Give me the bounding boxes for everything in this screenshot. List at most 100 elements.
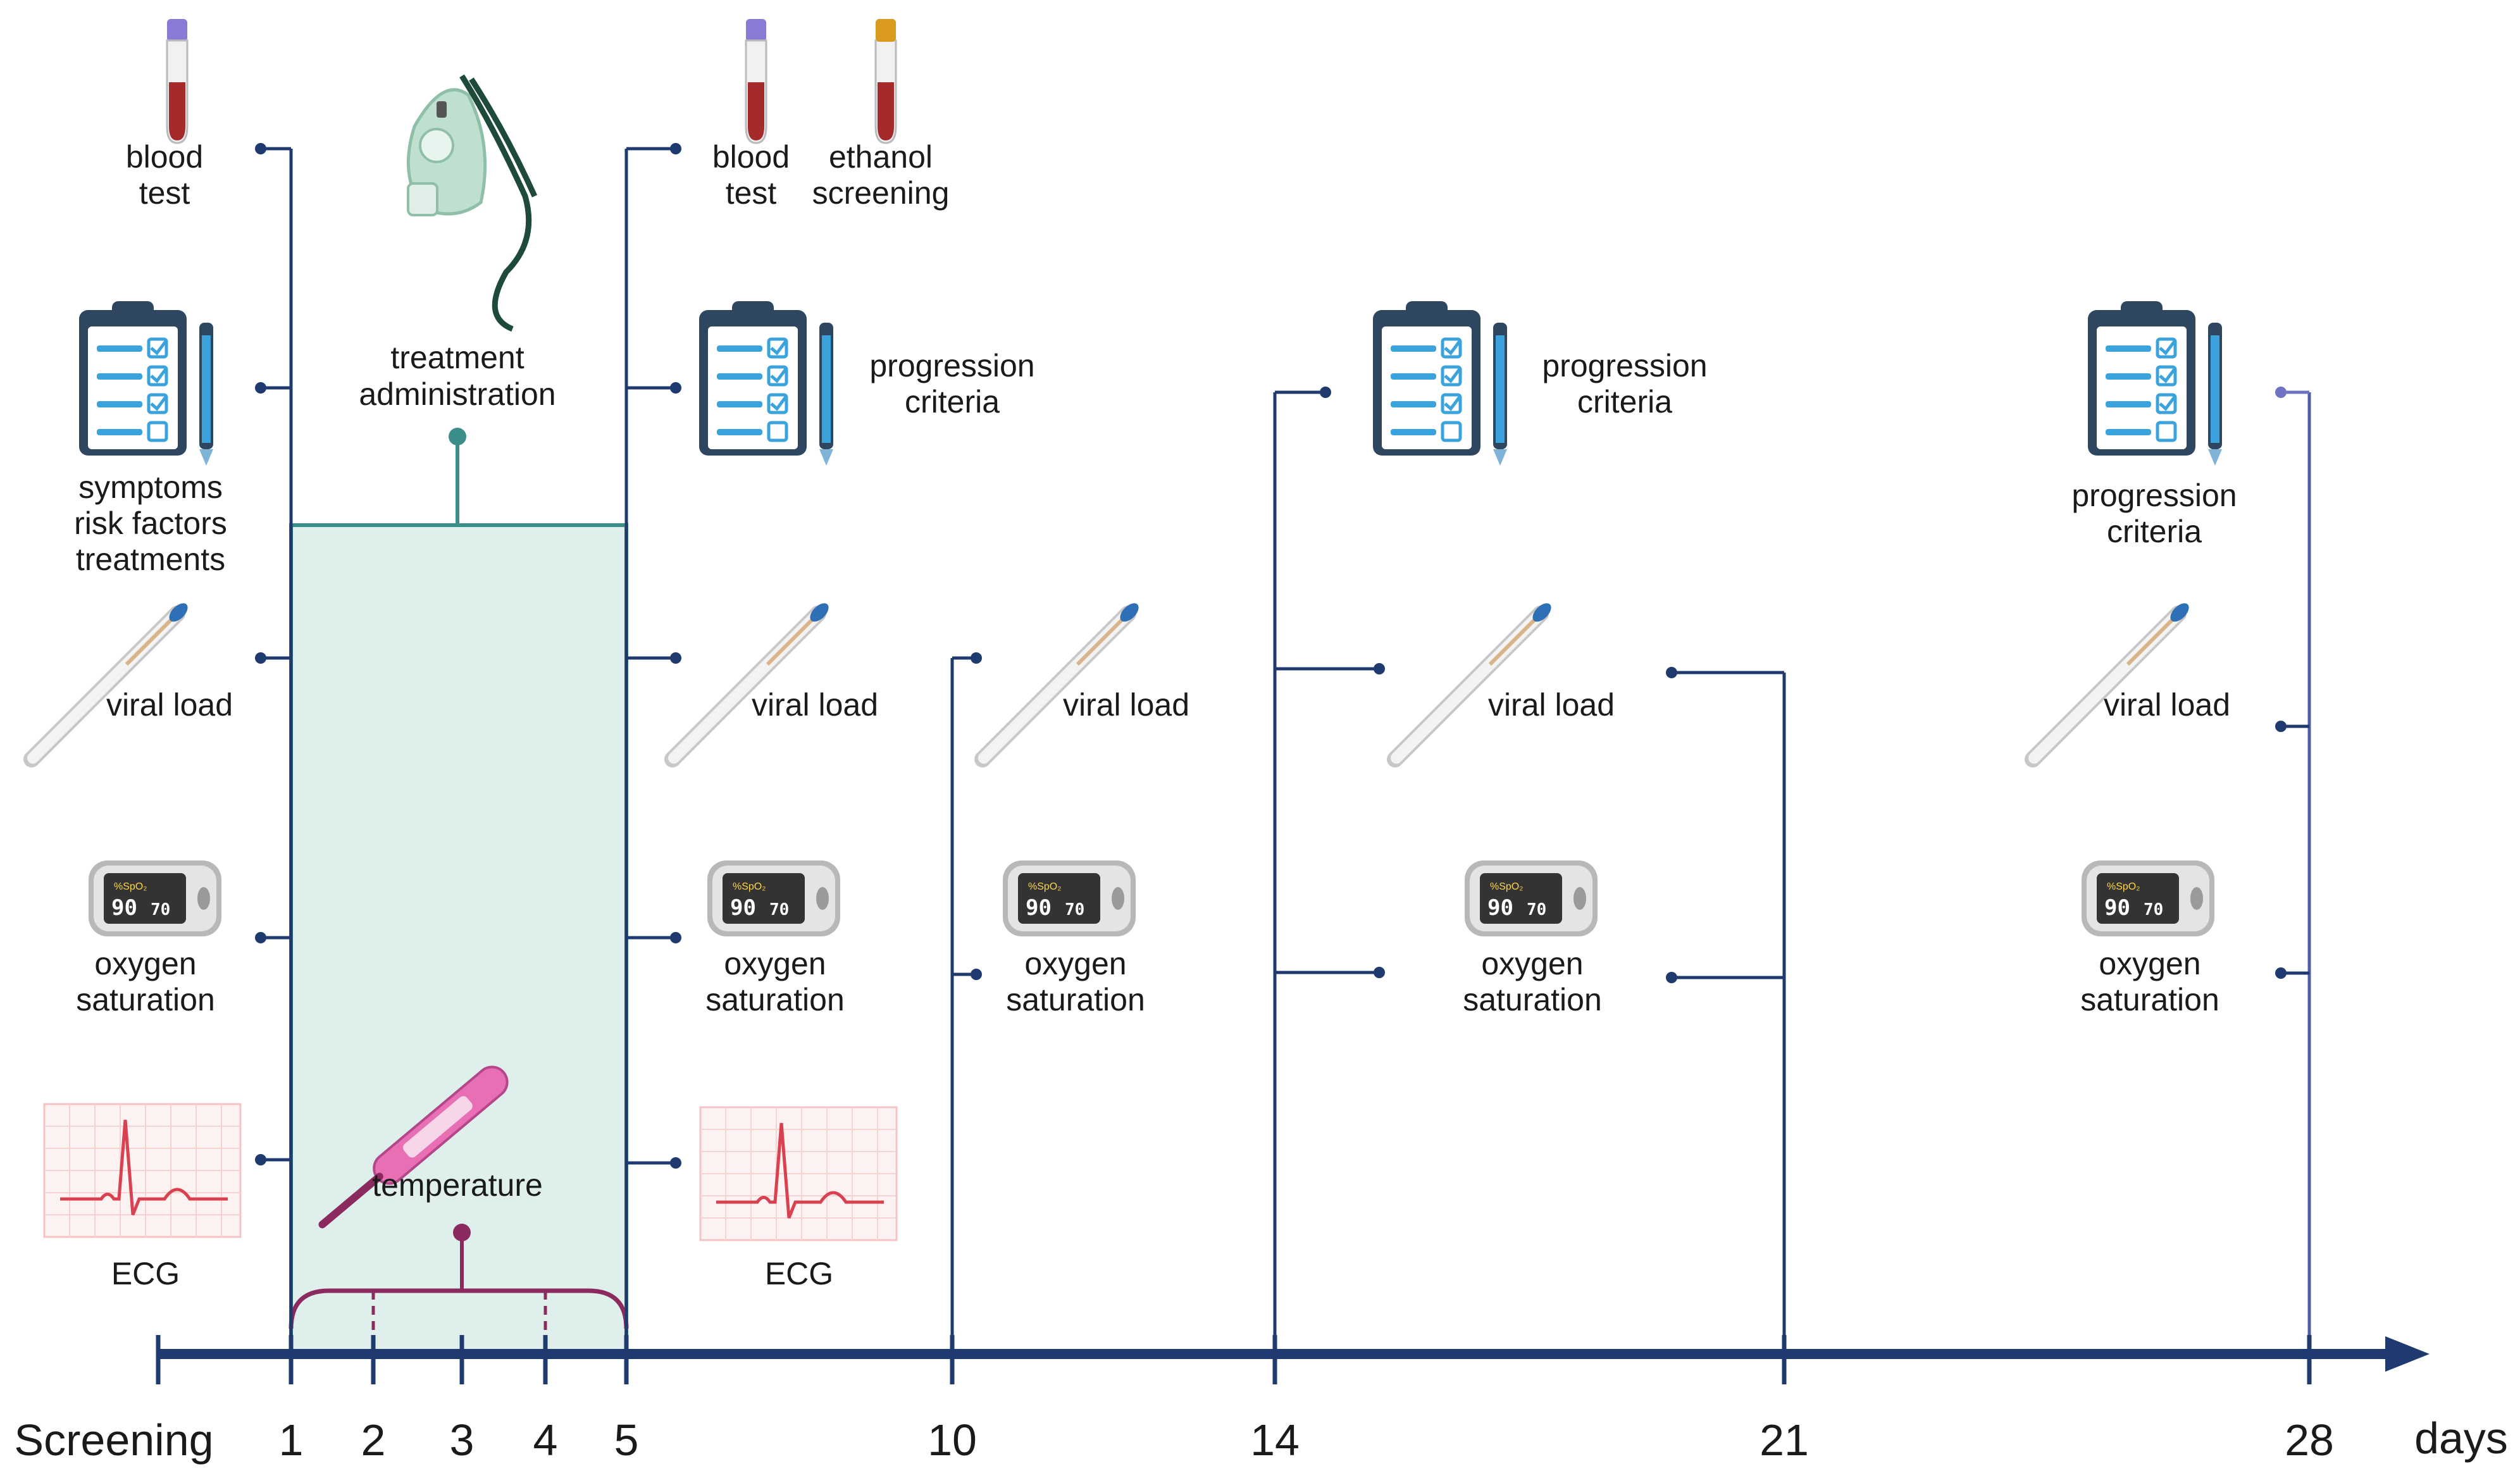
pulse-oximeter-icon: [707, 860, 840, 936]
treatment-window: [291, 525, 626, 1354]
treatment-administration-label: treatment: [390, 340, 524, 375]
axis-label-d1: 1: [279, 1415, 304, 1465]
axis-label-screening: Screening: [14, 1415, 213, 1465]
swab-icon: [983, 600, 1142, 759]
progression-criteria-label: progression: [2071, 478, 2237, 513]
progression-criteria-label: criteria: [2107, 514, 2202, 549]
axis-label-d5: 5: [614, 1415, 639, 1465]
connector-dot: [670, 143, 681, 154]
clipboard-icon: [2088, 301, 2222, 466]
swab-icon: [32, 600, 191, 759]
thermometer-icon: [318, 1065, 509, 1229]
mask-valve: [419, 128, 454, 163]
axis-label-d21: 21: [1760, 1415, 1809, 1465]
connector-dot: [2275, 967, 2287, 979]
progression-criteria-label: criteria: [1577, 384, 1672, 419]
thermometer-display: [403, 1096, 473, 1158]
oxygen-saturation-label: saturation: [705, 982, 845, 1017]
blood-tube-icon: [745, 18, 767, 144]
connector-dot: [255, 652, 266, 664]
oxygen-saturation-label: oxygen: [2099, 946, 2200, 981]
ecg-icon: [700, 1107, 897, 1240]
ethanol-tube-cap: [876, 19, 896, 42]
connector-dot: [255, 143, 266, 154]
symptoms-label: symptoms: [78, 469, 223, 505]
mask-connector: [407, 182, 438, 216]
pulse-oximeter-icon: [89, 860, 221, 936]
oxygen-saturation-label: saturation: [1006, 982, 1145, 1017]
axis-label-d28: 28: [2285, 1415, 2334, 1465]
viral-load-label: viral load: [2104, 687, 2230, 723]
ethanol-screening-label: ethanol: [829, 139, 933, 175]
pulse-oximeter-icon: [1003, 860, 1136, 936]
axis-label-d2: 2: [361, 1415, 386, 1465]
mask-strap: [459, 74, 532, 332]
timeline-arrowhead: [2385, 1336, 2430, 1372]
connector-dot: [670, 382, 681, 394]
mask-clip: [437, 101, 447, 118]
progression-criteria-label: progression: [1542, 348, 1707, 383]
connector-dot: [2275, 721, 2287, 732]
connector-dot: [255, 932, 266, 943]
viral-load-label: viral load: [106, 687, 233, 723]
axis-label-d10: 10: [928, 1415, 977, 1465]
blood-test-label: test: [726, 175, 777, 211]
ecg-label: ECG: [111, 1256, 180, 1291]
treatment-administration-label: administration: [359, 376, 556, 412]
connector-dot: [1666, 667, 1677, 678]
mask-strap: [469, 77, 538, 197]
connector-dot: [971, 969, 982, 980]
connector-dot: [255, 382, 266, 394]
viral-load-label: viral load: [1063, 687, 1189, 723]
viral-load-label: viral load: [752, 687, 878, 723]
treatments-label: treatments: [76, 542, 225, 577]
connector-dot: [670, 1157, 681, 1169]
oxygen-saturation-label: saturation: [1463, 982, 1602, 1017]
connector-dot: [1320, 387, 1331, 398]
oxygen-saturation-label: saturation: [76, 982, 215, 1017]
connector-dot: [670, 652, 681, 664]
swab-icon: [673, 600, 832, 759]
swab-icon: [2033, 600, 2192, 759]
clipboard-icon: [1373, 301, 1507, 466]
progression-criteria-label: progression: [869, 348, 1034, 383]
ecg-label: ECG: [765, 1256, 833, 1291]
pulse-oximeter-icon: [2082, 860, 2214, 936]
viral-load-label: viral load: [1488, 687, 1615, 723]
blood-test-label: blood: [712, 139, 790, 175]
oxygen-saturation-label: oxygen: [1481, 946, 1583, 981]
oxygen-saturation-label: oxygen: [724, 946, 826, 981]
thermometer-probe: [318, 1172, 383, 1229]
connector-dot: [1374, 663, 1385, 674]
oxygen-saturation-label: oxygen: [94, 946, 196, 981]
axis-label-d4: 4: [533, 1415, 558, 1465]
progression-criteria-label: criteria: [905, 384, 1000, 419]
connector-dot: [1374, 967, 1385, 978]
connector-dot: [670, 932, 681, 943]
days-axis-label: days: [2414, 1413, 2508, 1463]
oxygen-mask-icon: [406, 74, 538, 332]
temperature-stem-dot: [453, 1224, 471, 1241]
connector-dot: [971, 652, 982, 664]
axis-label-d14: 14: [1250, 1415, 1300, 1465]
swab-icon: [1395, 600, 1555, 759]
oxygen-saturation-label: oxygen: [1024, 946, 1126, 981]
connector-dot: [255, 1154, 266, 1165]
blood-test-label: blood: [126, 139, 203, 175]
clipboard-icon: [699, 301, 833, 466]
ecg-icon: [44, 1104, 240, 1237]
axis-label-d3: 3: [450, 1415, 475, 1465]
blood-test-label: test: [139, 175, 190, 211]
temperature-label: temperature: [372, 1167, 543, 1203]
ethanol-screening-label: screening: [812, 175, 950, 211]
treatment-stem-dot: [449, 428, 466, 445]
connector-dot: [2275, 387, 2287, 398]
clipboard-icon: [79, 301, 213, 466]
connector-dot: [1666, 972, 1677, 983]
temperature-bracket: [289, 1288, 629, 1329]
blood-tube-icon: [166, 18, 189, 144]
oxygen-saturation-label: saturation: [2080, 982, 2219, 1017]
pulse-oximeter-icon: [1465, 860, 1598, 936]
risk-factors-label: risk factors: [74, 506, 227, 541]
